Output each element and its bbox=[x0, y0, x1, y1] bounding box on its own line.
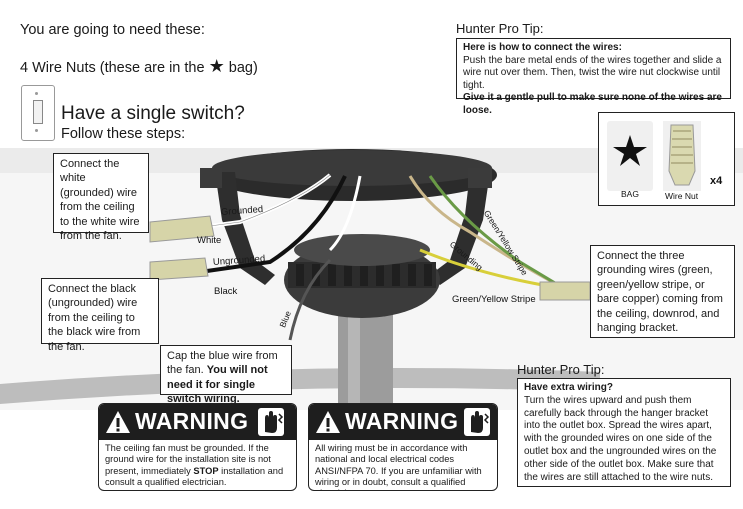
wire-nut-ground bbox=[539, 281, 591, 301]
wire-nut-white bbox=[149, 215, 215, 243]
wire-label-gy-stripe: Green/Yellow Stripe bbox=[452, 294, 536, 305]
callout-ground: Connect the three grounding wires (green… bbox=[590, 245, 735, 338]
section-title: Have a single switch? bbox=[61, 103, 245, 124]
wire-nut-black bbox=[149, 257, 209, 281]
tip-bottom-box: Have extra wiring? Turn the wires upward… bbox=[517, 378, 731, 487]
hanger-bracket-right bbox=[430, 172, 490, 285]
callout-blue: Cap the blue wire from the fan. You will… bbox=[160, 345, 292, 405]
canopy-rim bbox=[0, 368, 600, 404]
warning-title: WARNING bbox=[345, 408, 459, 435]
warning2-body: All wiring must be in accordance with na… bbox=[315, 443, 482, 490]
warning-triangle-icon bbox=[106, 411, 130, 433]
warning-codes: WARNING All wiring must be in accordance… bbox=[308, 403, 498, 491]
warning1-body-b: installation and consult a qualified ele… bbox=[105, 465, 284, 487]
warning-header: WARNING bbox=[309, 404, 497, 440]
wire-nuts-suffix: bag) bbox=[228, 60, 258, 76]
tip-top-title: Hunter Pro Tip: bbox=[456, 21, 544, 36]
bag-icon bbox=[607, 121, 653, 191]
tip-top-heading: Here is how to connect the wires: bbox=[463, 42, 622, 53]
callout-blue-plain: Cap the blue wire from the fan. bbox=[167, 350, 278, 377]
shock-hand-icon bbox=[464, 408, 491, 436]
callout-blue-bold: You will not need it for single switch w… bbox=[167, 364, 268, 406]
callout-black: Connect the black (ungrounded) wire from… bbox=[41, 278, 159, 353]
warning1-body-a: The ceiling fan must be grounded. If the… bbox=[105, 443, 271, 476]
need-line: You are going to need these: bbox=[20, 22, 205, 38]
star-icon: ★ bbox=[208, 56, 225, 76]
warning-header: WARNING bbox=[99, 404, 296, 440]
section-subtitle: Follow these steps: bbox=[61, 126, 186, 142]
bag-label: BAG bbox=[621, 189, 639, 199]
tip-top-emphasis: Give it a gentle pull to make sure none … bbox=[463, 92, 722, 116]
warning-triangle-icon bbox=[316, 411, 340, 433]
blue-wire bbox=[288, 258, 332, 341]
quantity-label: x4 bbox=[710, 175, 723, 187]
wire-nut-icon bbox=[663, 121, 701, 191]
tip-bottom-heading: Have extra wiring? bbox=[524, 382, 613, 393]
shock-hand-icon bbox=[258, 408, 285, 436]
warning-grounding: WARNING The ceiling fan must be grounded… bbox=[98, 403, 297, 491]
switch-plate-icon bbox=[21, 85, 55, 141]
warning-body: The ceiling fan must be grounded. If the… bbox=[99, 440, 296, 490]
tip-bottom-body: Turn the wires upward and push them care… bbox=[524, 394, 717, 483]
wire-nuts-line: 4 Wire Nuts (these are in the ★ bag) bbox=[20, 56, 258, 77]
tip-top-body: Push the bare metal ends of the wires to… bbox=[463, 54, 722, 91]
parts-box: BAG Wire Nut x4 bbox=[598, 112, 735, 206]
wire-nuts-prefix: 4 Wire Nuts (these are in the bbox=[20, 60, 205, 76]
callout-white: Connect the white (grounded) wire from t… bbox=[53, 153, 149, 242]
wire-label-white: White bbox=[197, 235, 222, 246]
wire-label-black: Black bbox=[214, 286, 238, 297]
tip-bottom-title: Hunter Pro Tip: bbox=[517, 362, 605, 377]
wirenut-label: Wire Nut bbox=[665, 191, 699, 201]
hanger-bracket-left bbox=[215, 172, 275, 285]
warning1-stop: STOP bbox=[193, 465, 219, 476]
warning-title: WARNING bbox=[135, 408, 249, 435]
tip-top-box: Here is how to connect the wires: Push t… bbox=[456, 38, 731, 116]
